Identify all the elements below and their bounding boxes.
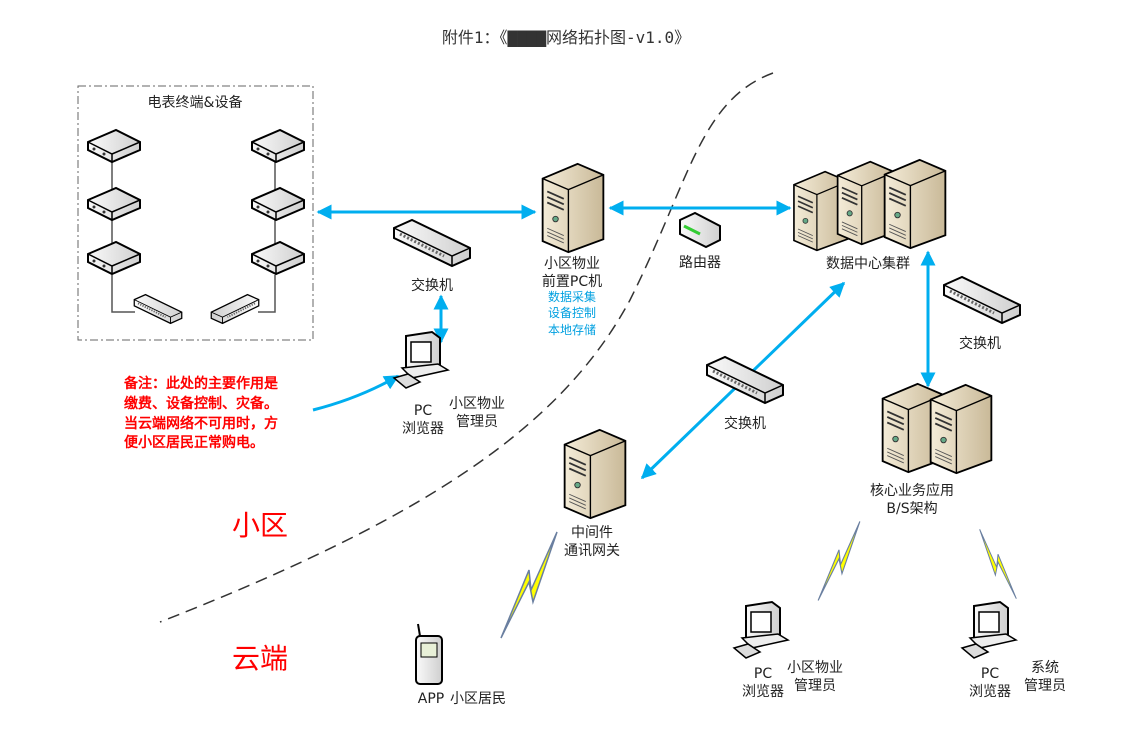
middleware-label: 中间件 bbox=[571, 525, 613, 541]
pc-label: 浏览器 bbox=[402, 421, 444, 437]
pc-label: PC bbox=[414, 403, 432, 419]
pc-label: 浏览器 bbox=[742, 684, 784, 700]
hub-icon bbox=[210, 293, 260, 325]
user-label: 管理员 bbox=[794, 678, 836, 694]
front-pc-server-icon bbox=[541, 162, 605, 254]
front-pc-label: 小区物业 bbox=[544, 256, 600, 272]
pc-label: PC bbox=[981, 666, 999, 682]
meter-icon bbox=[87, 129, 141, 163]
meter-icon bbox=[251, 241, 305, 275]
zone-label-community: 小区 bbox=[232, 509, 288, 542]
core-app-label: B/S架构 bbox=[886, 501, 937, 517]
meter-icon bbox=[251, 187, 305, 221]
note-line: 缴费、设备控制、灾备。 bbox=[124, 395, 278, 412]
resident-label: 小区居民 bbox=[450, 691, 506, 707]
meter-icon bbox=[87, 241, 141, 275]
switch-local-label: 交换机 bbox=[411, 277, 453, 294]
front-pc-function: 设备控制 bbox=[548, 306, 596, 320]
front-pc-label: 前置PC机 bbox=[542, 273, 602, 290]
pc-icon bbox=[961, 601, 1017, 659]
note-line: 便小区居民正常购电。 bbox=[124, 434, 264, 451]
core-app-server-icon bbox=[929, 383, 993, 475]
meter-icon bbox=[251, 129, 305, 163]
pc-label: PC bbox=[754, 666, 772, 682]
middleware-label: 通讯网关 bbox=[564, 543, 620, 559]
front-pc-function: 本地存储 bbox=[548, 322, 596, 337]
front-pc-function: 数据采集 bbox=[548, 289, 596, 304]
zone-label-cloud: 云端 bbox=[232, 642, 288, 675]
meter-chain bbox=[111, 160, 276, 313]
note-line: 备注：此处的主要作用是 bbox=[123, 375, 279, 392]
middleware-server-icon bbox=[563, 428, 627, 520]
meter-icon bbox=[87, 187, 141, 221]
note-line: 当云端网络不可用时，方 bbox=[124, 415, 278, 432]
user-label: 小区物业 bbox=[787, 660, 843, 676]
switch-dc-label: 交换机 bbox=[959, 335, 1001, 352]
datacenter-server-icon bbox=[883, 158, 947, 250]
pc-icon bbox=[393, 331, 449, 389]
switch-icon bbox=[392, 218, 472, 268]
wireless-link-icon bbox=[978, 528, 1018, 600]
page-title: 附件1：《▇▇▇▇网络拓扑图-v1.0》 bbox=[442, 28, 690, 47]
app-label: APP bbox=[418, 691, 444, 707]
router-icon bbox=[679, 211, 721, 249]
meter-group-label: 电表终端&设备 bbox=[148, 94, 243, 111]
user-label: 小区物业 bbox=[449, 396, 505, 412]
user-label: 系统 bbox=[1031, 660, 1059, 676]
meter-group-box bbox=[77, 85, 314, 341]
pc-label: 浏览器 bbox=[969, 684, 1011, 700]
switch-icon bbox=[942, 275, 1022, 325]
hub-icon bbox=[133, 293, 183, 325]
zone-divider bbox=[159, 72, 774, 623]
router-label: 路由器 bbox=[679, 255, 721, 271]
wireless-link-icon bbox=[500, 531, 558, 639]
mobile-phone-icon bbox=[415, 623, 443, 685]
user-label: 管理员 bbox=[456, 414, 498, 430]
core-app-label: 核心业务应用 bbox=[870, 482, 954, 499]
switch-icon bbox=[705, 355, 785, 405]
user-label: 管理员 bbox=[1024, 678, 1066, 694]
datacenter-label: 数据中心集群 bbox=[826, 255, 910, 272]
wireless-link-icon bbox=[817, 520, 861, 602]
switch-mid-label: 交换机 bbox=[724, 415, 766, 432]
pc-icon bbox=[733, 601, 789, 659]
